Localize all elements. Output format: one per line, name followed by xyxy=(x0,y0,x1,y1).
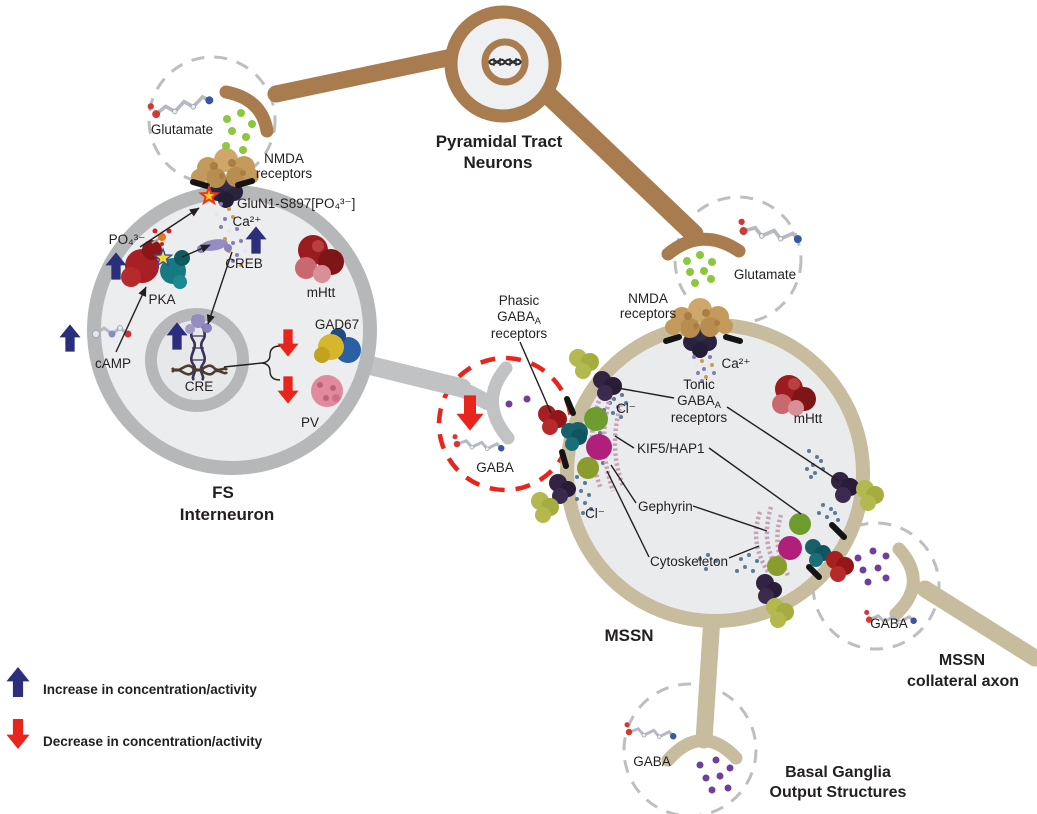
creb-label: CREB xyxy=(225,256,263,271)
pyramidal-axon-right xyxy=(536,83,704,244)
phasic-label-3: receptors xyxy=(491,326,548,341)
axons xyxy=(219,48,1037,767)
collateral-synapse-zone xyxy=(811,521,941,651)
cytoskeleton-label: Cytoskeleton xyxy=(650,554,728,569)
glun1-label: GluN1-S897[PO₄³⁻] xyxy=(237,196,355,211)
cre-dna xyxy=(171,314,229,381)
gaba-collateral-label: GABA xyxy=(870,616,908,631)
gaba-bottom-label: GABA xyxy=(633,754,671,769)
glutamate-molecule-left xyxy=(145,92,217,121)
tonic-label-2: GABAA xyxy=(677,393,722,411)
mhtt-left-label: mHtt xyxy=(307,285,336,300)
glutamate-dots xyxy=(222,109,716,287)
legend-increase-arrow-icon xyxy=(6,667,30,697)
mssn-collateral-axon xyxy=(916,580,1037,667)
legend: Increase in concentration/activity Decre… xyxy=(6,667,263,749)
glutamate-molecule-right xyxy=(733,216,805,252)
pka-label: PKA xyxy=(148,292,175,307)
basal-ganglia-label-1: Basal Ganglia xyxy=(785,764,891,781)
collateral-axon-label-2: collateral axon xyxy=(907,673,1019,690)
mssn-axon xyxy=(695,608,721,749)
phasic-label-2: GABAA xyxy=(497,309,542,327)
legend-decrease-arrow-icon xyxy=(6,719,30,749)
chloride-upper-label: Cl⁻ xyxy=(616,401,636,416)
pyramidal-dna-icon xyxy=(488,58,522,66)
chloride-lower-label: Cl⁻ xyxy=(585,506,605,521)
fs-interneuron-label-1: FS xyxy=(212,483,234,502)
gaba-phasic-label: GABA xyxy=(476,460,514,475)
nmda-right-label-1: NMDA xyxy=(628,291,668,306)
po4-label: PO₄³⁻ xyxy=(109,232,146,247)
pyramidal-axon-left xyxy=(267,48,461,103)
gaba-dots xyxy=(505,395,890,794)
fs-terminal xyxy=(486,361,515,445)
membrane-dashes xyxy=(190,178,847,580)
gaba-receptor-tonic-right xyxy=(831,472,884,511)
labels: Glutamate NMDA receptors GluN1-S897[PO₄³… xyxy=(95,122,1019,801)
increase-arrow-icon xyxy=(59,324,81,352)
pv-label: PV xyxy=(301,415,319,430)
mssn-label: MSSN xyxy=(604,626,653,645)
gaba-molecule-bottom xyxy=(620,720,679,747)
mssn-terminal xyxy=(661,734,743,767)
calcium-stream-mssn xyxy=(692,355,716,383)
collateral-terminal xyxy=(889,542,920,621)
nmda-left-label-1: NMDA xyxy=(264,151,304,166)
mhtt-protein-mssn xyxy=(772,375,816,416)
gaba-receptor-tonic-upperleft xyxy=(569,349,622,401)
glutamate-right-label: Glutamate xyxy=(734,267,796,282)
pka-protein xyxy=(121,228,190,289)
fs-axon-stem xyxy=(450,379,495,410)
nmda-left-label-2: receptors xyxy=(256,166,313,181)
gad67-label: GAD67 xyxy=(315,317,359,332)
pyramidal-terminal-right xyxy=(661,232,746,261)
camp-label: cAMP xyxy=(95,356,131,371)
connectors xyxy=(115,207,840,559)
gaba-receptor-lowerleft xyxy=(531,474,576,523)
gephyrin-label: Gephyrin xyxy=(638,499,693,514)
mhtt-right-label: mHtt xyxy=(794,411,823,426)
gaba-receptor-bottom xyxy=(756,574,794,628)
pyramidal-label-1: Pyramidal Tract xyxy=(436,132,563,151)
calcium-left-label: Ca²⁺ xyxy=(233,214,262,229)
collateral-axon-label-1: MSSN xyxy=(939,652,985,669)
pv-protein xyxy=(311,375,343,407)
cre-label: CRE xyxy=(185,379,214,394)
gad67-protein xyxy=(314,328,361,363)
glutamate-left-label: Glutamate xyxy=(151,122,213,137)
legend-decrease-label: Decrease in concentration/activity xyxy=(43,734,263,749)
pyramidal-label-2: Neurons xyxy=(464,153,533,172)
tonic-label-3: receptors xyxy=(671,410,728,425)
fs-axon xyxy=(350,353,472,398)
tonic-label-1: Tonic xyxy=(683,377,715,392)
nmda-receptor-mssn xyxy=(665,298,733,358)
phasic-label-1: Phasic xyxy=(499,293,540,308)
cre-target-brace xyxy=(261,345,281,381)
calcium-right-label: Ca²⁺ xyxy=(722,356,751,371)
kif5-hap1-label: KIF5/HAP1 xyxy=(637,441,705,456)
camp-molecule xyxy=(92,325,132,338)
fs-interneuron-label-2: Interneuron xyxy=(180,505,274,524)
pyramidal-terminal-left xyxy=(219,85,274,138)
legend-increase-label: Increase in concentration/activity xyxy=(43,682,257,697)
basal-ganglia-label-2: Output Structures xyxy=(770,784,907,801)
basal-ganglia-synapse-zone xyxy=(622,682,758,814)
gaba-receptor-collateral xyxy=(805,539,854,582)
gaba-receptor-phasic-left xyxy=(538,405,587,451)
nmda-right-label-2: receptors xyxy=(620,306,677,321)
mhtt-protein-fs xyxy=(295,235,344,283)
gaba-molecule-phasic xyxy=(448,432,507,459)
scaffold-right xyxy=(753,506,811,579)
